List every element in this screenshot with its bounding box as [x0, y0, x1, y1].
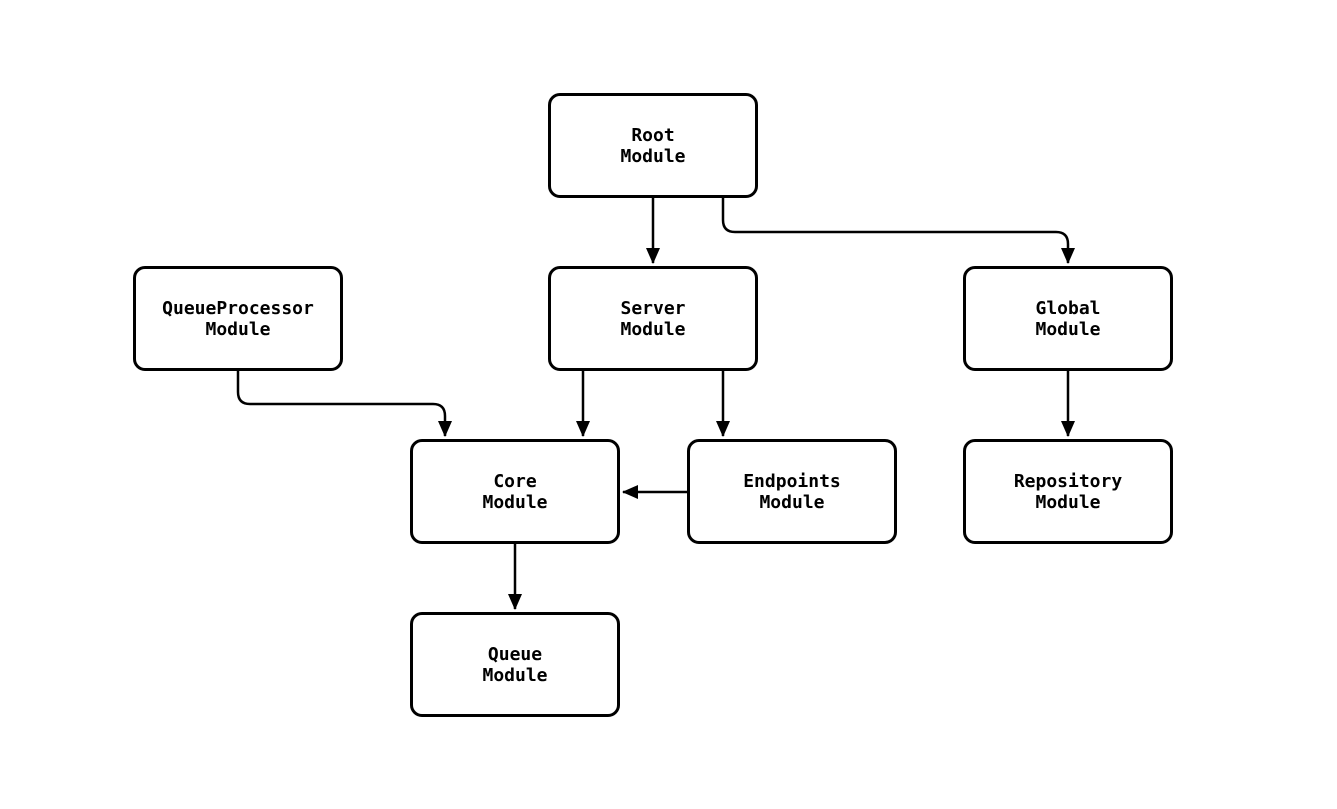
node-root-module: Root Module [548, 93, 758, 198]
node-root-module-label: Root Module [620, 124, 686, 167]
node-queue-module-label: Queue Module [482, 643, 548, 686]
node-server-module-label: Server Module [620, 297, 686, 340]
node-endpoints-module-label: Endpoints Module [743, 470, 841, 513]
node-queue-module: Queue Module [410, 612, 620, 717]
node-endpoints-module: Endpoints Module [687, 439, 897, 544]
node-queueprocessor-module: QueueProcessor Module [133, 266, 343, 371]
node-repository-module-label: Repository Module [1013, 470, 1123, 513]
node-server-module: Server Module [548, 266, 758, 371]
node-queueprocessor-module-label: QueueProcessor Module [162, 297, 314, 340]
node-repository-module: Repository Module [963, 439, 1173, 544]
node-global-module-label: Global Module [1035, 297, 1101, 340]
node-core-module: Core Module [410, 439, 620, 544]
edge-root-global [721, 198, 1075, 264]
edge-queueprocessor-core [236, 371, 452, 437]
node-global-module: Global Module [963, 266, 1173, 371]
node-core-module-label: Core Module [482, 470, 548, 513]
